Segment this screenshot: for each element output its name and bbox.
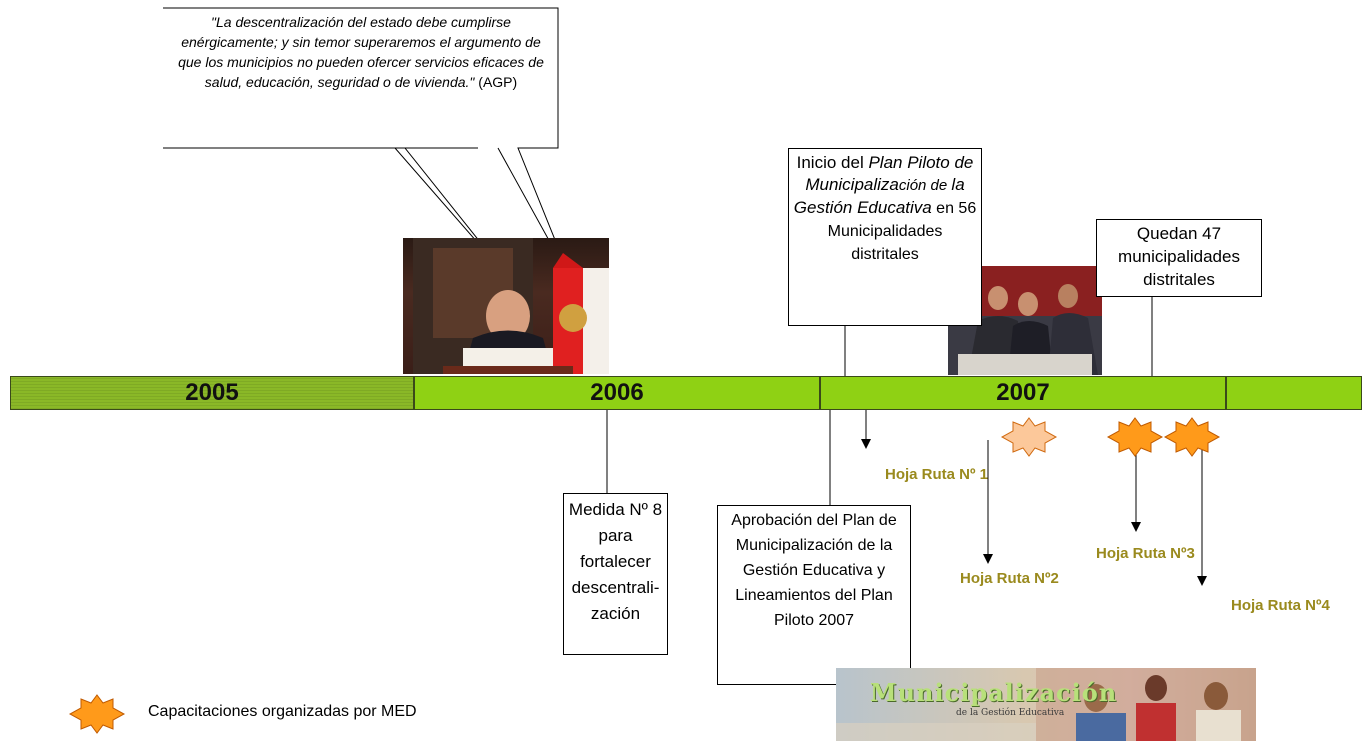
star-burst-icon-b (1163, 417, 1221, 457)
star-burst-icon-light (1000, 417, 1058, 457)
timeline-2006: 2006 (414, 376, 820, 410)
year-2005-label: 2005 (185, 379, 239, 406)
quote-italic: "La descentralización del estado debe cu… (178, 14, 544, 90)
plan-piloto-box: Inicio del Plan Piloto de Municipalizaci… (788, 148, 982, 326)
hoja-ruta-4: Hoja Ruta Nº4 (1231, 597, 1330, 614)
year-2006-label: 2006 (590, 379, 644, 406)
medida-box: Medida Nº 8 para fortalecer descentrali-… (563, 493, 668, 655)
plan-piloto-suffix: en 56 Municipalidades distritales (827, 200, 977, 263)
quote-text: "La descentralización del estado debe cu… (168, 12, 554, 92)
hoja-ruta-1: Hoja Ruta Nº 1 (885, 466, 988, 483)
speaker-photo (403, 238, 609, 374)
plan-piloto-italic2: la Gestión Educativa (793, 175, 965, 217)
timeline-2007: 2007 (820, 376, 1226, 410)
municipalizacion-banner: Municipalización de la Gestión Educativa (836, 668, 1256, 741)
legend-label: Capacitaciones organizadas por MED (148, 703, 417, 720)
quedan-box: Quedan 47 municipalidades distritales (1096, 219, 1262, 297)
banner-image (836, 668, 1256, 741)
star-burst-icon-a (1106, 417, 1164, 457)
hoja-ruta-3: Hoja Ruta Nº3 (1096, 545, 1195, 562)
aprobacion-box: Aprobación del Plan de Municipalización … (717, 505, 911, 685)
timeline-2005: 2005 (10, 376, 414, 410)
plan-piloto-italic1: Plan Piloto de Municipaliza (805, 153, 974, 194)
timeline-2008 (1226, 376, 1362, 410)
banner-subtitle: de la Gestión Educativa (956, 708, 1065, 718)
hoja-ruta-2: Hoja Ruta Nº2 (960, 570, 1059, 587)
plan-piloto-prefix: Inicio del (796, 153, 869, 172)
year-2007-label: 2007 (996, 379, 1050, 406)
quote-author: (AGP) (474, 74, 518, 90)
banner-title: Municipalización (870, 678, 1118, 707)
legend-star-burst-icon (68, 694, 126, 734)
speaker-photo-image (413, 238, 609, 374)
plan-piloto-mid: ción de (898, 177, 952, 194)
